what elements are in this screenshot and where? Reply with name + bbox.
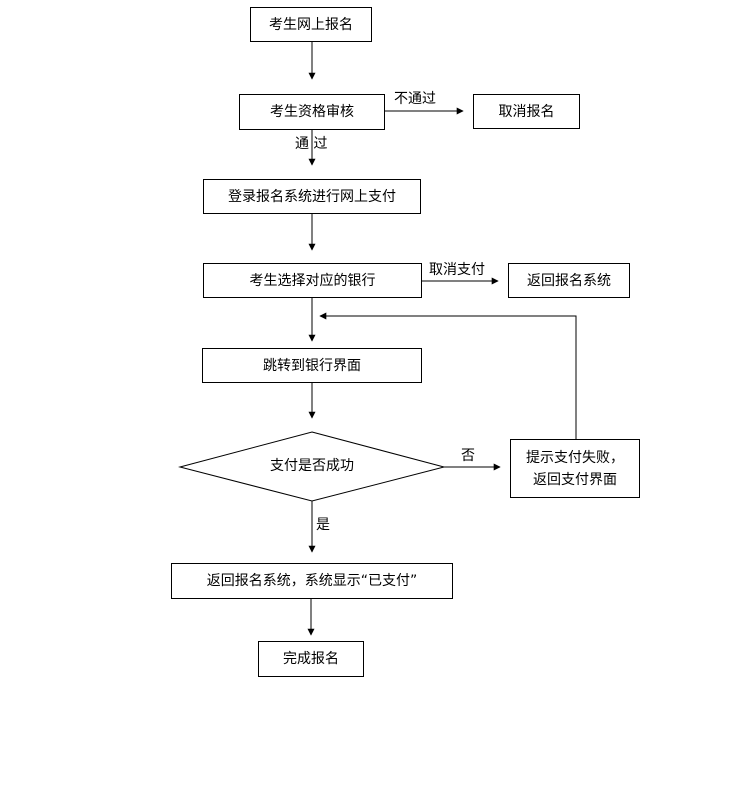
node-login-pay-label: 登录报名系统进行网上支付 [228,188,396,205]
node-apply-online: 考生网上报名 [250,7,372,42]
edge-label-yes: 是 [316,517,330,533]
node-jump-bank-label: 跳转到银行界面 [263,357,361,374]
node-cancel-registration: 取消报名 [473,94,580,129]
node-return-system-label: 返回报名系统 [527,272,611,289]
node-pay-fail-line2: 返回支付界面 [533,471,617,488]
node-pay-fail-line1: 提示支付失败， [526,449,624,466]
node-return-system: 返回报名系统 [508,263,630,298]
node-login-pay: 登录报名系统进行网上支付 [203,179,421,214]
decision-diamond [178,431,446,502]
node-paid-status: 返回报名系统，系统显示“已支付” [171,563,453,599]
node-cancel-registration-label: 取消报名 [498,103,555,120]
node-apply-online-label: 考生网上报名 [269,16,353,33]
edge-label-cancel-payment: 取消支付 [429,262,485,278]
node-paid-status-label: 返回报名系统，系统显示“已支付” [206,573,418,589]
edge-label-not-pass: 不通过 [394,91,436,107]
node-pay-success-label: 支付是否成功 [270,458,354,474]
edge-label-pass: 通 过 [295,136,328,152]
node-qualification-review-label: 考生资格审核 [270,104,354,120]
node-jump-bank: 跳转到银行界面 [202,348,422,383]
node-pay-fail: 提示支付失败， 返回支付界面 [510,439,640,498]
arrow-fail-loop-back [319,312,577,439]
node-choose-bank: 考生选择对应的银行 [203,263,422,298]
node-complete-label: 完成报名 [283,651,339,667]
node-choose-bank-label: 考生选择对应的银行 [249,272,376,289]
node-qualification-review: 考生资格审核 [239,94,385,130]
edge-label-no: 否 [461,448,475,464]
node-complete: 完成报名 [258,641,364,677]
